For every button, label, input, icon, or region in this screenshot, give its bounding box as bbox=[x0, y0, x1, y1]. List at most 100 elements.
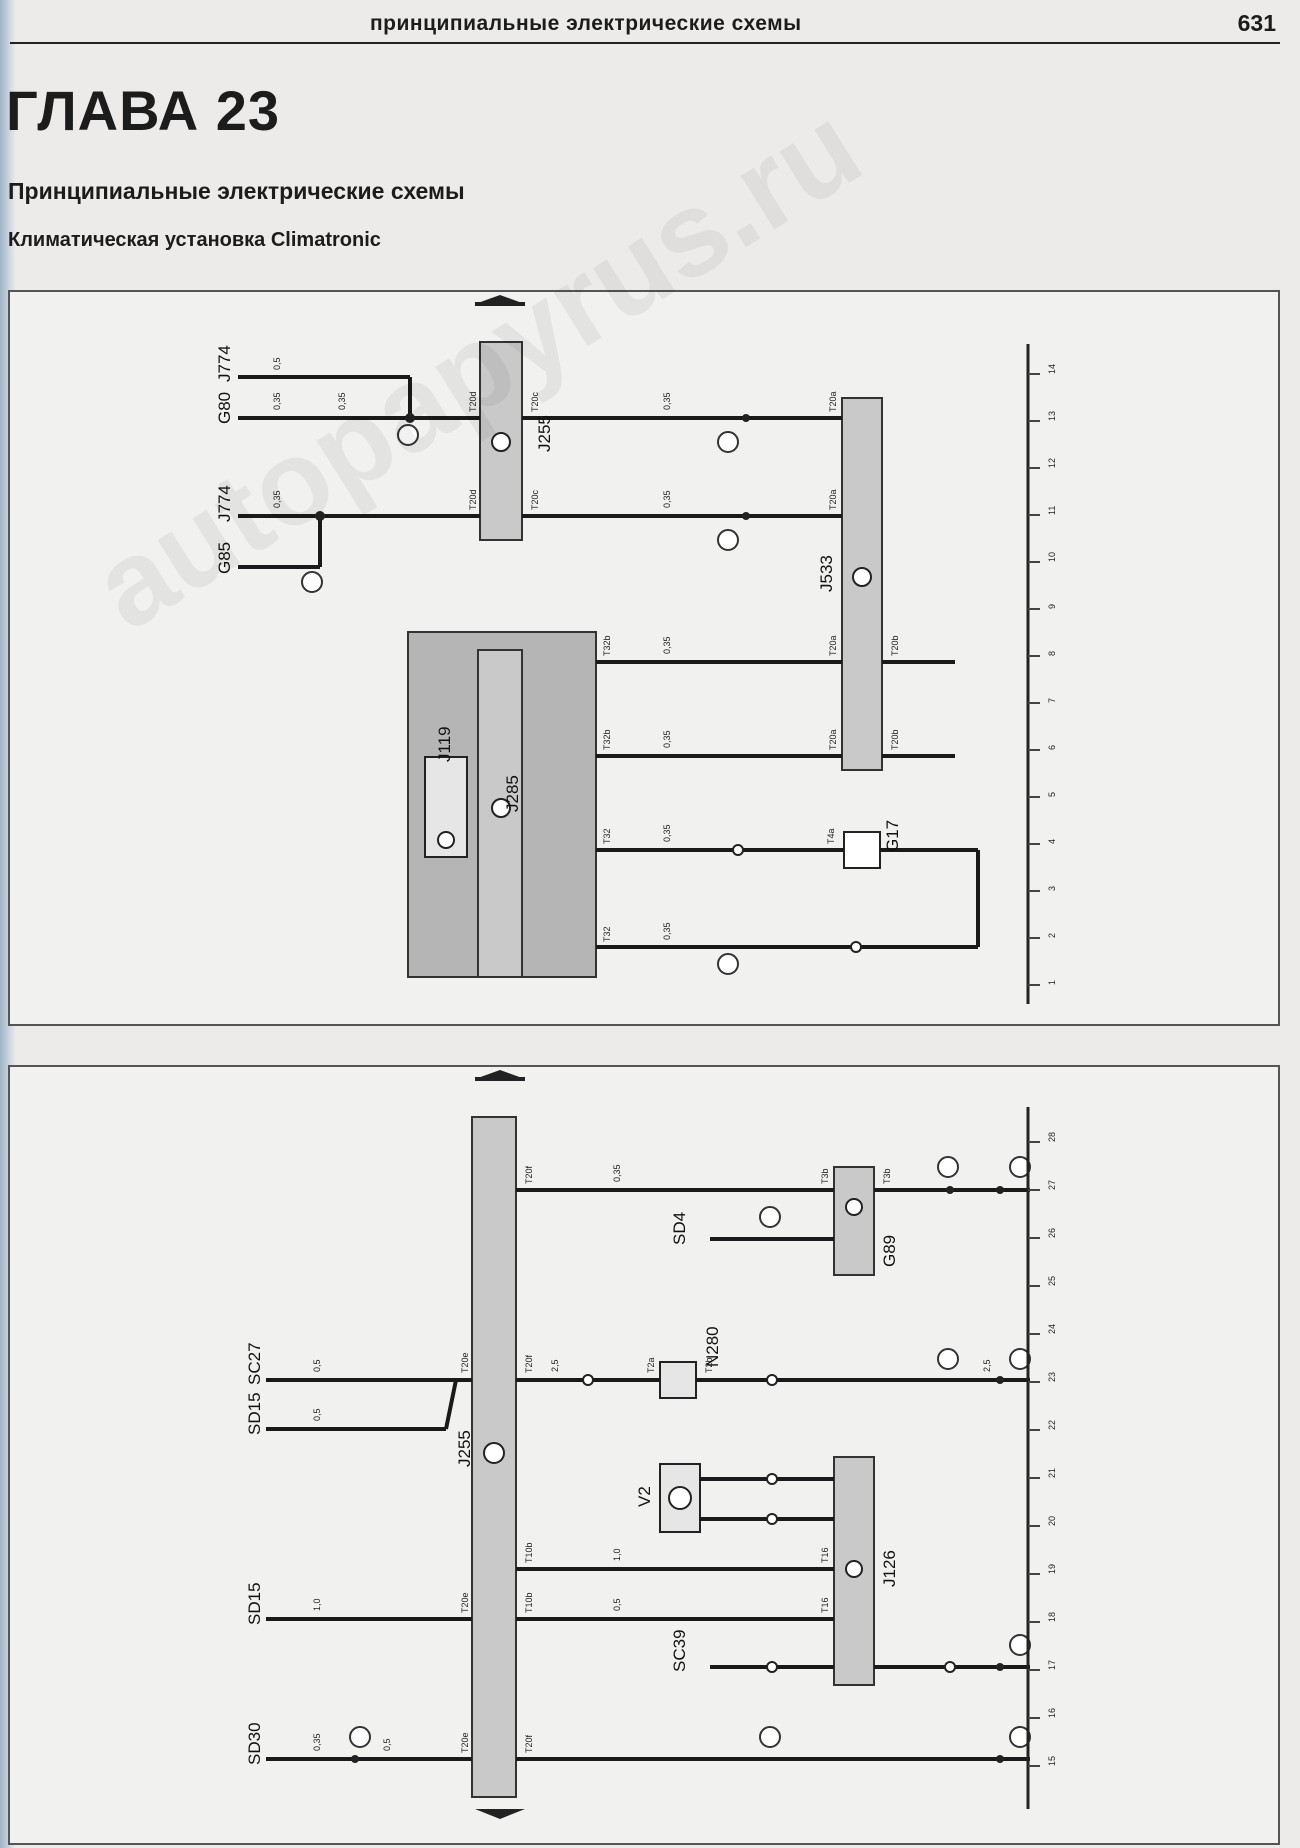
connector-label: T10b bbox=[524, 1592, 534, 1613]
grid-number: 22 bbox=[1047, 1420, 1057, 1430]
g17-sensor-box bbox=[843, 831, 881, 869]
wire-size-label: 0,35 bbox=[312, 1733, 322, 1751]
label-j285: J285 bbox=[503, 775, 522, 812]
connector-label: T20e bbox=[460, 1352, 470, 1373]
grid-number: 24 bbox=[1047, 1324, 1057, 1334]
grid-number: 1 bbox=[1047, 980, 1057, 985]
n280-box bbox=[659, 1361, 697, 1399]
connector-label: T20e bbox=[460, 1592, 470, 1613]
label-j119: J119 bbox=[435, 726, 454, 762]
grid-number: 12 bbox=[1047, 458, 1057, 468]
wire-size-label: 1,0 bbox=[612, 1548, 622, 1561]
ecu-icon bbox=[845, 1560, 863, 1578]
mark-icon bbox=[717, 431, 739, 453]
wire-size-label: 0,5 bbox=[382, 1738, 392, 1751]
mark-icon bbox=[1009, 1348, 1031, 1370]
mark-icon bbox=[759, 1206, 781, 1228]
grid-number: 23 bbox=[1047, 1372, 1057, 1382]
connector-label: T20e bbox=[460, 1732, 470, 1753]
label-sd15: SD15 bbox=[245, 1582, 264, 1625]
ecu-icon bbox=[483, 1442, 505, 1464]
mark-icon bbox=[717, 529, 739, 551]
connector-label: T20b bbox=[890, 635, 900, 656]
connector-label: T20f bbox=[524, 1734, 534, 1753]
mark-icon bbox=[759, 1726, 781, 1748]
label-g89: G89 bbox=[880, 1235, 899, 1267]
mark-icon bbox=[937, 1348, 959, 1370]
label-j255: J255 bbox=[535, 415, 554, 452]
grid-number: 15 bbox=[1047, 1756, 1057, 1766]
connector-label: T32 bbox=[602, 926, 612, 942]
grid-number: 27 bbox=[1047, 1180, 1057, 1190]
mark-icon bbox=[937, 1156, 959, 1178]
wire-size-label: 0,5 bbox=[312, 1359, 322, 1372]
label-j255: J255 bbox=[455, 1430, 474, 1467]
label-sd4: SD4 bbox=[670, 1212, 689, 1245]
connector-label: T32b bbox=[602, 729, 612, 750]
page-number: 631 bbox=[1237, 10, 1276, 36]
connector-label: T20f bbox=[524, 1354, 534, 1373]
wire-size-label: 0,5 bbox=[272, 357, 282, 370]
connector-label: T20d bbox=[468, 489, 478, 510]
grid-number: 20 bbox=[1047, 1516, 1057, 1526]
label-v2: V2 bbox=[635, 1486, 654, 1507]
connector-label: T10b bbox=[524, 1542, 534, 1563]
connector-label: T3b bbox=[820, 1168, 830, 1184]
wiring-diagram-bottom-svg: SD30 SD15 SD15 SC27 SC39 J255 J126 V2 N2… bbox=[245, 1070, 1057, 1819]
wire-size-label: 0,35 bbox=[612, 1164, 622, 1182]
wire-size-label: 0,5 bbox=[312, 1408, 322, 1421]
wiring-diagram-top-svg: J774 G80 J774 G85 J255 J533 J285 J119 G1… bbox=[215, 295, 1057, 1004]
label-g80: G80 bbox=[215, 392, 234, 424]
ecu-icon bbox=[491, 432, 511, 452]
subsection-title: Климатическая установка Climatronic bbox=[8, 229, 381, 251]
grid-ticks bbox=[1028, 1141, 1040, 1767]
ecu-icon bbox=[491, 798, 511, 818]
wire-size-label: 0,5 bbox=[612, 1598, 622, 1611]
chapter-title: ГЛАВА 23 bbox=[6, 79, 281, 142]
connector-label: T4a bbox=[826, 828, 836, 844]
grid-number: 9 bbox=[1047, 604, 1057, 609]
running-header: принципиальные электрические схемы 631 bbox=[10, 4, 1280, 44]
label-sd30: SD30 bbox=[245, 1722, 264, 1765]
wiring-diagram-bottom: SD30 SD15 SD15 SC27 SC39 J255 J126 V2 N2… bbox=[8, 1065, 1280, 1845]
label-g85: G85 bbox=[215, 542, 234, 574]
connector-label: T20a bbox=[828, 391, 838, 412]
grid-number: 6 bbox=[1047, 745, 1057, 750]
connector-label: T2b bbox=[704, 1357, 714, 1373]
mark-icon bbox=[717, 953, 739, 975]
grid-number: 11 bbox=[1047, 506, 1057, 515]
up-arrow-icon bbox=[475, 295, 525, 304]
wire-size-label: 0,35 bbox=[337, 392, 347, 410]
grid-number: 25 bbox=[1047, 1276, 1057, 1286]
grid-number: 14 bbox=[1047, 364, 1057, 374]
connector-label: T20a bbox=[828, 635, 838, 656]
grid-number: 8 bbox=[1047, 651, 1057, 656]
down-arrow-icon bbox=[475, 1809, 525, 1819]
label-sc27: SC27 bbox=[245, 1342, 264, 1385]
ecu-icon bbox=[437, 831, 455, 849]
up-arrow-icon bbox=[475, 1070, 525, 1079]
mark-icon bbox=[1009, 1156, 1031, 1178]
mark-icon bbox=[349, 1726, 371, 1748]
label-j126: J126 bbox=[880, 1550, 899, 1587]
wire-size-label: 0,35 bbox=[662, 730, 672, 748]
grid-number: 2 bbox=[1047, 933, 1057, 938]
wire-size-label: 0,35 bbox=[272, 490, 282, 508]
wire-size-label: 2,5 bbox=[550, 1359, 560, 1372]
label-n280: N280 bbox=[703, 1326, 722, 1367]
wire-size-label: 0,35 bbox=[662, 636, 672, 654]
wire-size-label: 0,35 bbox=[272, 392, 282, 410]
running-title: принципиальные электрические схемы bbox=[370, 12, 802, 35]
wire-size-label: 0,35 bbox=[662, 490, 672, 508]
wire-size-label: 0,35 bbox=[662, 392, 672, 410]
connector-label: T20b bbox=[890, 729, 900, 750]
label-sd15-b: SD15 bbox=[245, 1392, 264, 1435]
connector-label: T20c bbox=[530, 489, 540, 510]
label-sc39: SC39 bbox=[670, 1629, 689, 1672]
label-g17: G17 bbox=[883, 820, 902, 852]
mark-icon bbox=[301, 571, 323, 593]
connector-label: T2a bbox=[646, 1357, 656, 1373]
grid-number: 21 bbox=[1047, 1468, 1057, 1478]
wire-size-label: 0,35 bbox=[662, 922, 672, 940]
wiring-diagram-top: J774 G80 J774 G85 J255 J533 J285 J119 G1… bbox=[8, 290, 1280, 1026]
